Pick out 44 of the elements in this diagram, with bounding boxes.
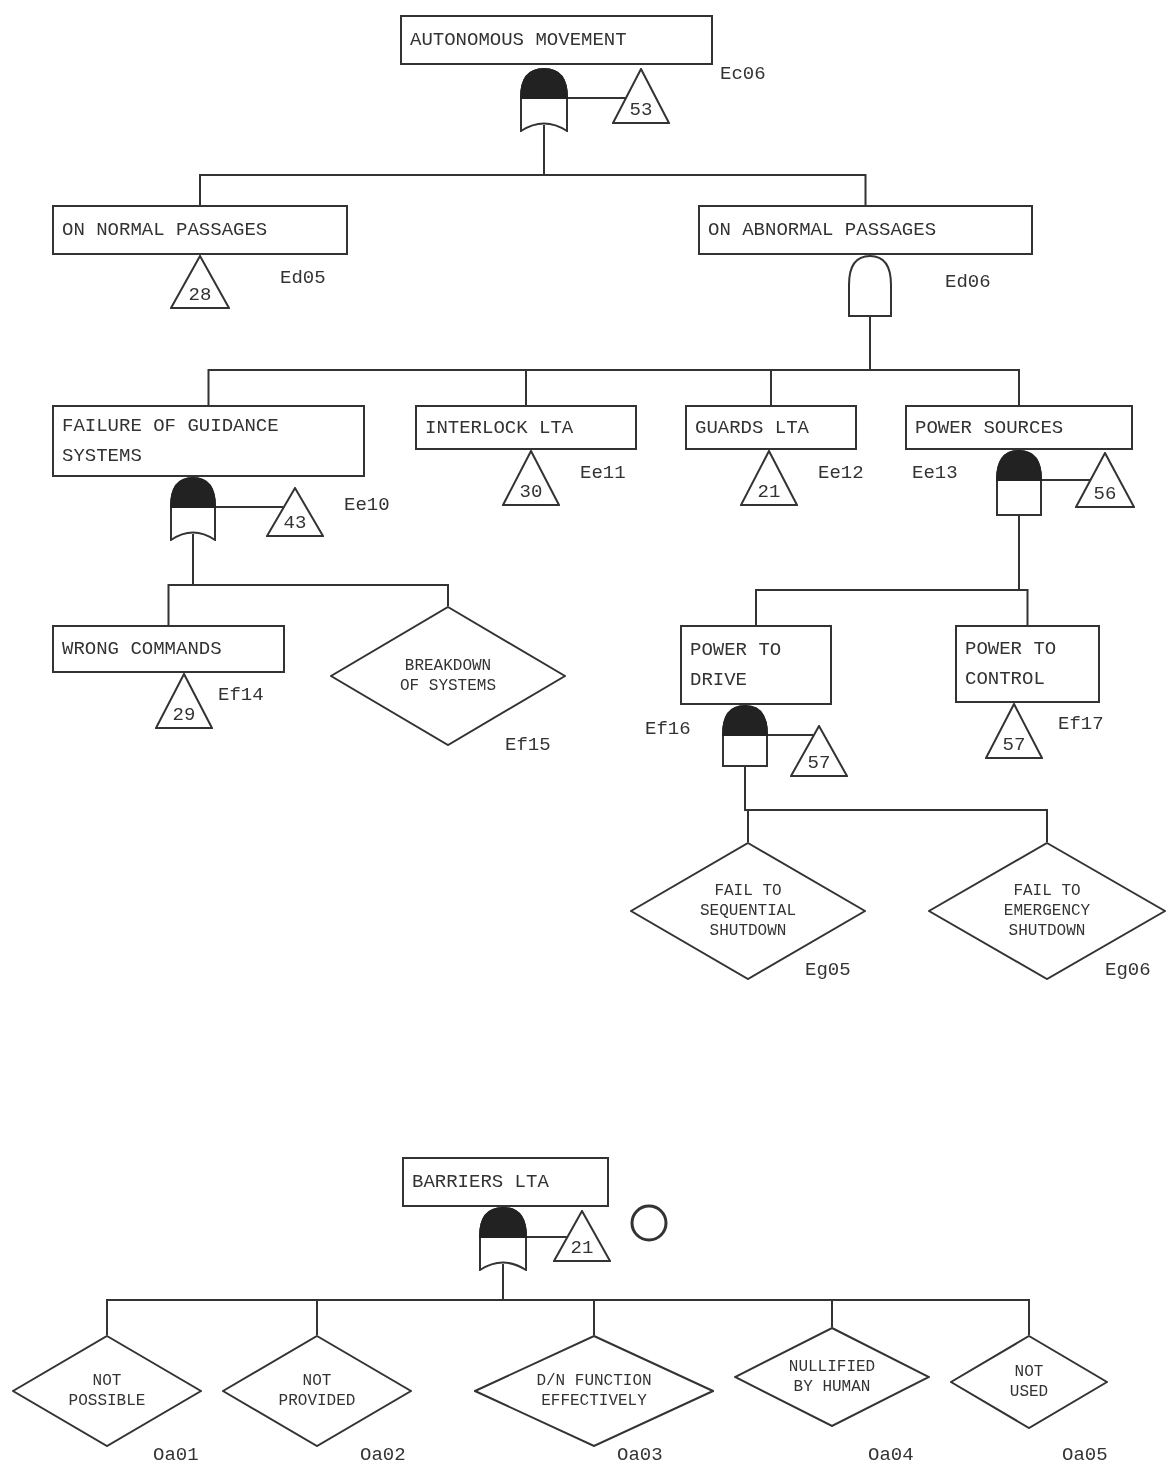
event-code: Oa04 [868,1443,914,1467]
connector-line [1041,479,1091,481]
event-diamond: D/N FUNCTION EFFECTIVELY [474,1335,714,1447]
connector-line [526,1236,568,1238]
event-code: Ee13 [912,461,958,485]
and-gate [722,705,768,767]
event-code: Eg06 [1105,958,1151,982]
event-code: Ed05 [280,266,326,290]
connector-line [744,766,1048,843]
event-code: Ef17 [1058,712,1104,736]
transfer-triangle: 29 [155,673,213,729]
event-code: Oa05 [1062,1443,1108,1467]
event-code: Ee11 [580,461,626,485]
event-code: Ee12 [818,461,864,485]
and-gate [996,450,1042,516]
transfer-triangle: 30 [502,450,560,506]
connector-line [1018,515,1029,626]
transfer-triangle: 57 [985,703,1043,759]
event-diamond: NOT PROVIDED [222,1335,412,1447]
event-box: AUTONOMOUS MOVEMENT [400,15,713,65]
or-gate [170,477,216,541]
event-code: Eg05 [805,958,851,982]
connector-line [767,734,815,736]
transfer-triangle: 21 [553,1210,611,1262]
event-diamond: NULLIFIED BY HUMAN [734,1327,930,1427]
connector-line [215,506,285,508]
transfer-triangle: 43 [266,487,324,537]
transfer-triangle: 57 [790,725,848,777]
event-code: Ee10 [344,493,390,517]
and-gate [848,255,892,317]
event-diamond: NOT POSSIBLE [12,1335,202,1447]
event-code: Ed06 [945,270,991,294]
event-code: Ef14 [218,683,264,707]
circle [630,1204,668,1242]
or-gate [520,68,568,132]
transfer-triangle: 21 [740,450,798,506]
transfer-triangle: 28 [170,255,230,309]
event-code: Ef16 [645,717,691,741]
event-code: Ec06 [720,62,766,86]
connector-line [869,316,1020,406]
or-gate [479,1207,527,1271]
transfer-triangle: 56 [1075,452,1135,508]
transfer-triangle: 53 [612,68,670,124]
event-diamond: NOT USED [950,1335,1108,1429]
